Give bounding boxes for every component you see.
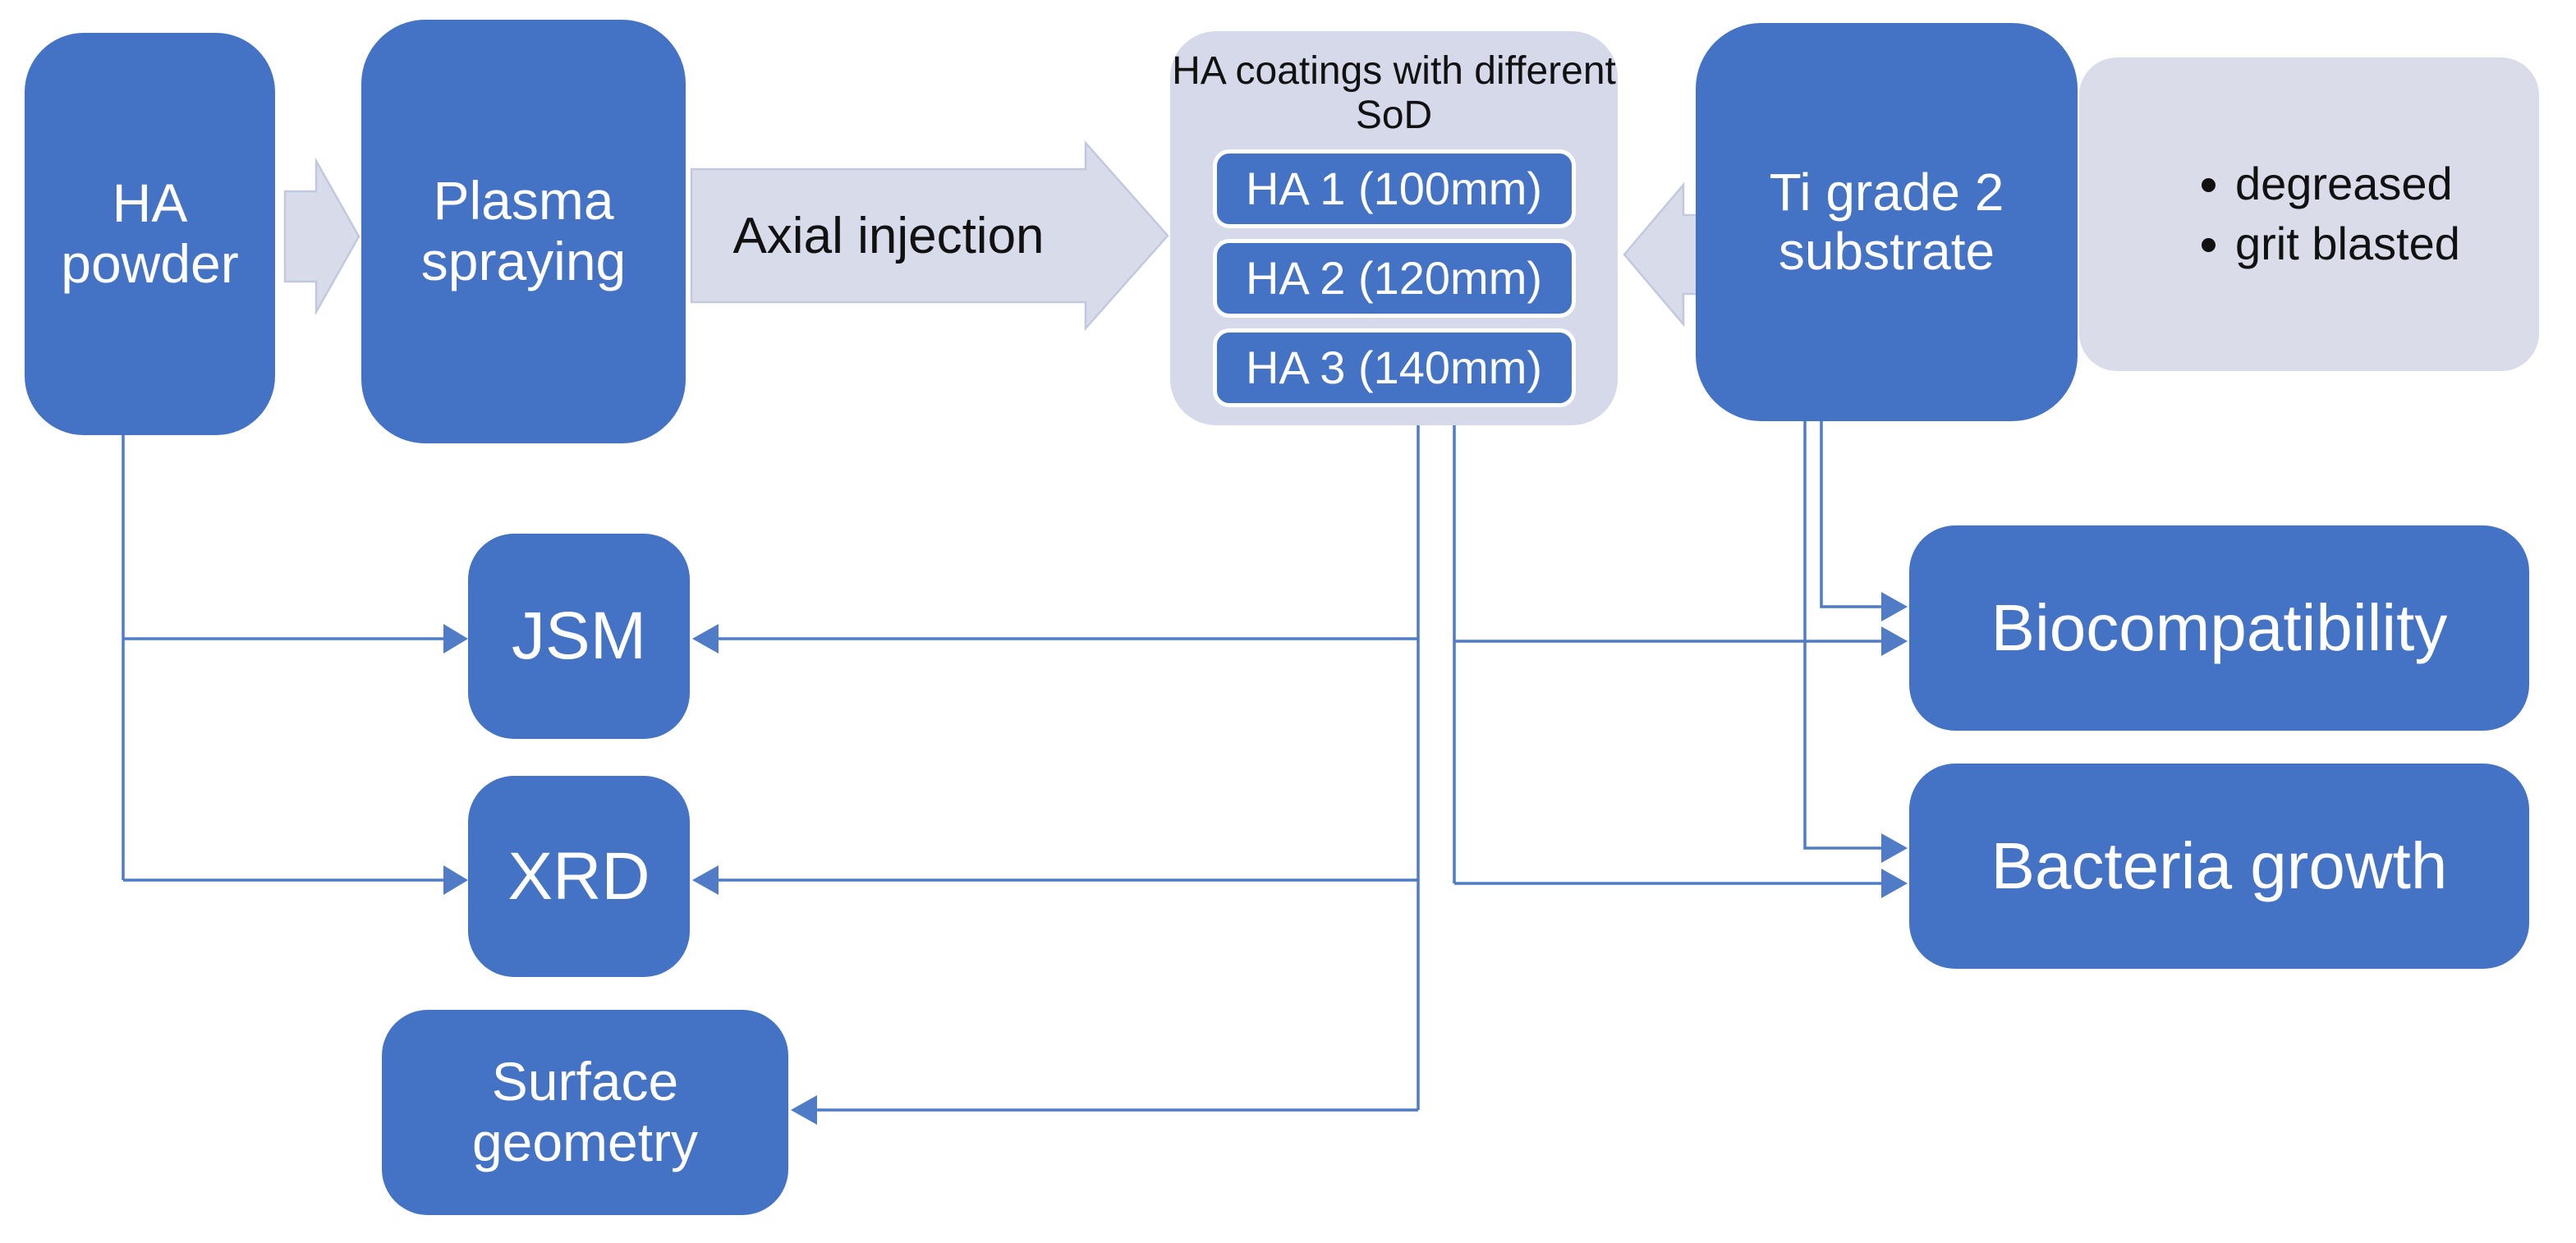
node-ha-powder-label: HA powder <box>61 172 239 294</box>
arrowhead-surface-right <box>791 1095 817 1125</box>
panel-pretreatment: degreased grit blasted <box>2079 57 2539 371</box>
arrowhead-jsm-right <box>692 624 719 654</box>
node-bacteria-growth: Bacteria growth <box>1909 764 2529 969</box>
arrowhead-bio-lower <box>1881 626 1908 656</box>
arrowhead-xrd-right <box>692 865 719 895</box>
arrowhead-bio-upper <box>1881 592 1908 622</box>
pretreatment-list: degreased grit blasted <box>2211 154 2469 274</box>
panel-ha-coatings-title: HA coatings with different SoD <box>1172 49 1616 137</box>
chip-ha2: HA 2 (120mm) <box>1212 238 1576 318</box>
node-plasma-spraying: Plasma spraying <box>361 20 686 443</box>
node-surface-geometry: Surface geometry <box>382 1010 788 1215</box>
node-ti-substrate: Ti grade 2 substrate <box>1696 23 2078 421</box>
pretreatment-item-degreased: degreased <box>2235 154 2469 214</box>
arrow-axial-injection <box>690 140 1169 332</box>
arrow-ti-to-coatings <box>1623 181 1700 328</box>
chip-ha1: HA 1 (100mm) <box>1212 149 1576 228</box>
node-jsm: JSM <box>468 534 690 739</box>
arrowhead-xrd-left <box>443 865 468 895</box>
chip-ha2-label: HA 2 (120mm) <box>1246 252 1542 304</box>
arrowhead-jsm-left <box>443 624 468 654</box>
node-jsm-label: JSM <box>512 599 646 674</box>
axial-injection-label: Axial injection <box>732 207 1045 264</box>
pretreatment-item-grit-blasted: grit blasted <box>2235 214 2469 274</box>
arrowhead-bacteria-lower <box>1881 869 1908 898</box>
node-biocompatibility: Biocompatibility <box>1909 525 2529 731</box>
arrowhead-bacteria-upper <box>1881 833 1908 863</box>
chip-ha3-label: HA 3 (140mm) <box>1246 342 1542 393</box>
node-plasma-spraying-label: Plasma spraying <box>420 170 627 291</box>
node-xrd: XRD <box>468 776 690 977</box>
chip-ha3: HA 3 (140mm) <box>1212 328 1576 407</box>
arrow-ha-powder-to-plasma <box>283 157 360 316</box>
node-surface-geometry-label: Surface geometry <box>471 1051 699 1172</box>
chip-ha1-label: HA 1 (100mm) <box>1246 163 1542 214</box>
line-ti-to-bio <box>1820 421 1882 608</box>
panel-ha-coatings: HA coatings with different SoD HA 1 (100… <box>1170 31 1618 425</box>
node-biocompatibility-label: Biocompatibility <box>1991 591 2448 665</box>
node-ha-powder: HA powder <box>25 33 275 435</box>
line-ti-to-bacteria <box>1803 421 1882 850</box>
node-xrd-label: XRD <box>507 838 650 914</box>
node-bacteria-growth-label: Bacteria growth <box>1991 829 2448 903</box>
node-ti-substrate-label: Ti grade 2 substrate <box>1769 162 2004 281</box>
